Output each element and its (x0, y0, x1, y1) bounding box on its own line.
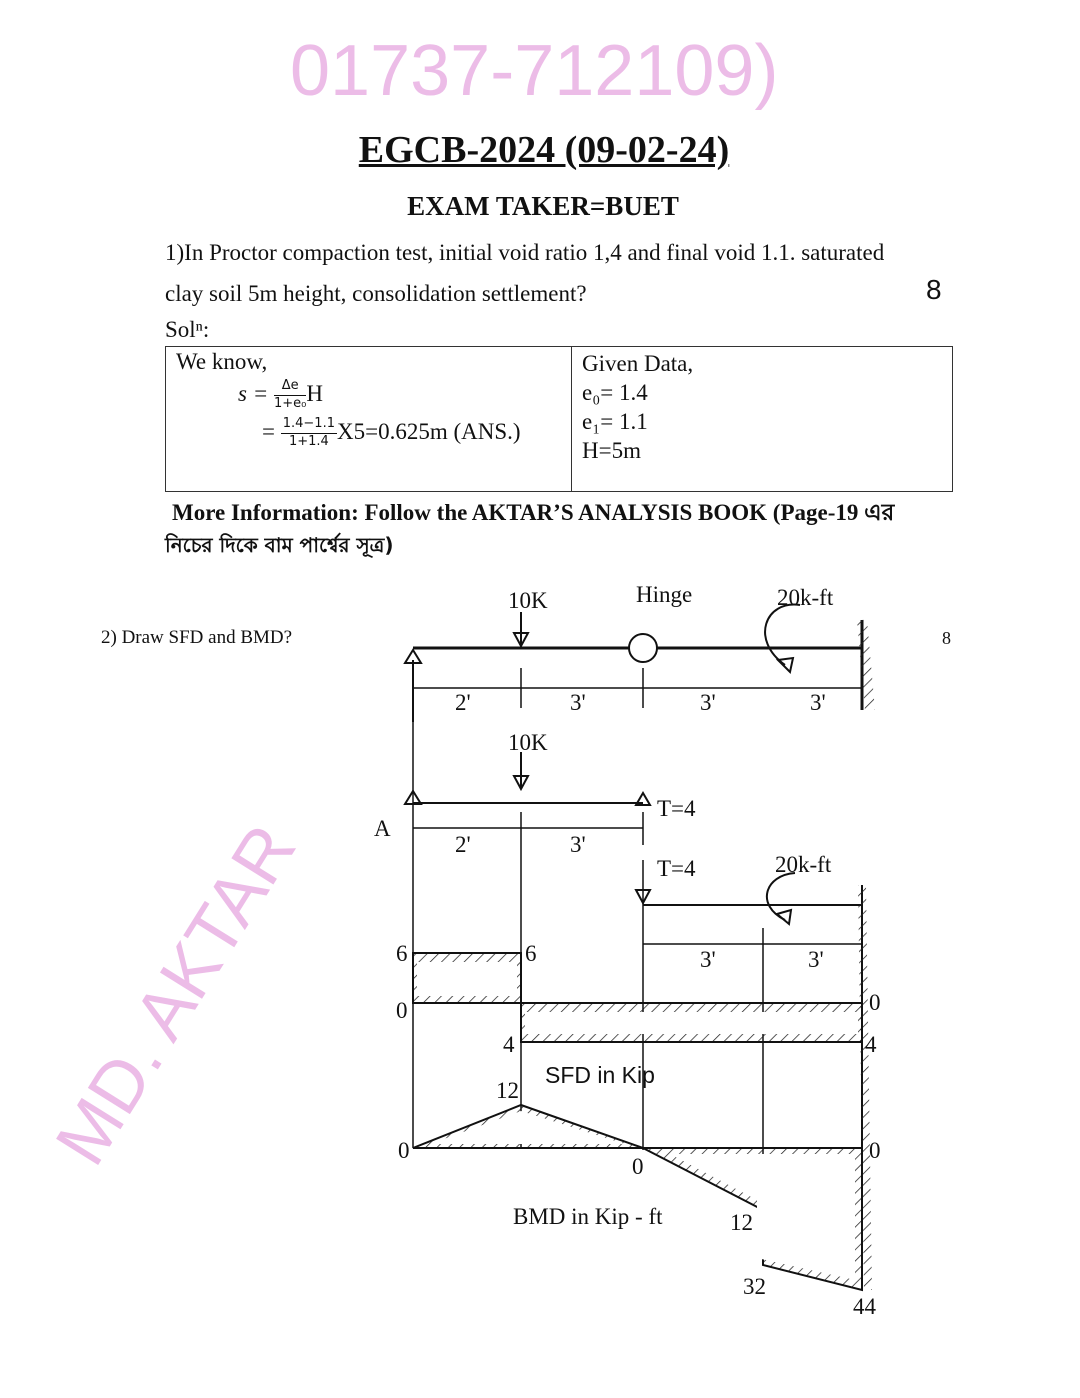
bmd-value: 0 (398, 1138, 410, 1163)
q1-marks: 8 (926, 274, 942, 305)
answer: X5=0.625m (ANS.) (336, 419, 521, 444)
span-label: 3' (700, 690, 716, 715)
bmd-title: BMD in Kip - ft (513, 1204, 663, 1229)
bmd-value: 32 (743, 1274, 766, 1299)
sfd-value: 6 (396, 941, 408, 966)
bmd-value: 0 (632, 1154, 644, 1179)
bmd-value: 12 (730, 1210, 753, 1235)
given-cell: Given Data, e₀= 1.4 e₁= 1.1 H=5m (571, 346, 953, 492)
hinge-icon (628, 633, 658, 663)
span-label: 2' (455, 690, 471, 715)
support-a-label: A (374, 816, 391, 841)
page-title: EGCB-2024 (09-02-24) (358, 129, 730, 171)
span-label: 2' (455, 832, 471, 857)
we-know: We know, (176, 349, 268, 374)
settlement-symbol: s = (238, 381, 269, 406)
frac2-den: 1+1.4 (288, 434, 329, 450)
sfd-value: 6 (525, 941, 537, 966)
sfd-title: SFD in Kip (545, 1062, 655, 1088)
exam-taker: EXAM TAKER=BUET (407, 191, 679, 221)
given-e1: e₁= 1.1 (582, 409, 648, 434)
frac1-num: Δe (273, 378, 307, 397)
watermark-phone: 01737-712109) (290, 31, 778, 111)
q1-text-line1: 1)In Proctor compaction test, initial vo… (165, 240, 885, 265)
given-label: Given Data, (582, 351, 694, 376)
solution-label: Solⁿ: (165, 317, 210, 342)
fbd-force-label: T=4 (657, 856, 696, 881)
height-symbol: H (306, 381, 323, 406)
span-label: 3' (700, 947, 716, 972)
q2-text: 2) Draw SFD and BMD? (101, 627, 293, 648)
span-label: 3' (570, 832, 586, 857)
q2-marks: 8 (942, 628, 951, 648)
span-label: 3' (810, 690, 826, 715)
span-label: 3' (808, 947, 824, 972)
span-label: 3' (570, 690, 586, 715)
bmd-value: 0 (869, 1138, 881, 1163)
sfd-value: 4 (865, 1032, 877, 1057)
given-h: H=5m (582, 438, 641, 463)
frac1-den: 1+e₀ (273, 396, 307, 412)
pin-support-icon (403, 648, 423, 664)
bmd-value: 12 (496, 1078, 519, 1103)
fbd-moment-label: 20k-ft (775, 852, 832, 877)
fbd-load-label: 10K (508, 730, 548, 755)
bmd-value: 44 (853, 1294, 877, 1319)
q1-text-line2: clay soil 5m height, consolidation settl… (165, 281, 587, 306)
sfd-value: 4 (503, 1032, 515, 1057)
equals: = (262, 419, 275, 444)
sfd-value: 0 (869, 990, 881, 1015)
beam-load-label: 10K (508, 588, 548, 613)
given-e0: e₀= 1.4 (582, 380, 648, 405)
frac2-num: 1.4−1.1 (280, 416, 337, 435)
beam-moment-label: 20k-ft (777, 585, 834, 610)
more-info-line2: নিচের দিকে বাম পার্শ্বের সূত্র) (165, 533, 394, 557)
fbd-reaction-label: T=4 (657, 796, 696, 821)
sfd-value: 0 (396, 998, 408, 1023)
reaction-arrow (634, 791, 652, 806)
hinge-label: Hinge (636, 582, 692, 607)
more-info-line1: More Information: Follow the AKTAR’S ANA… (172, 500, 895, 525)
moment-arc-icon (764, 603, 801, 666)
